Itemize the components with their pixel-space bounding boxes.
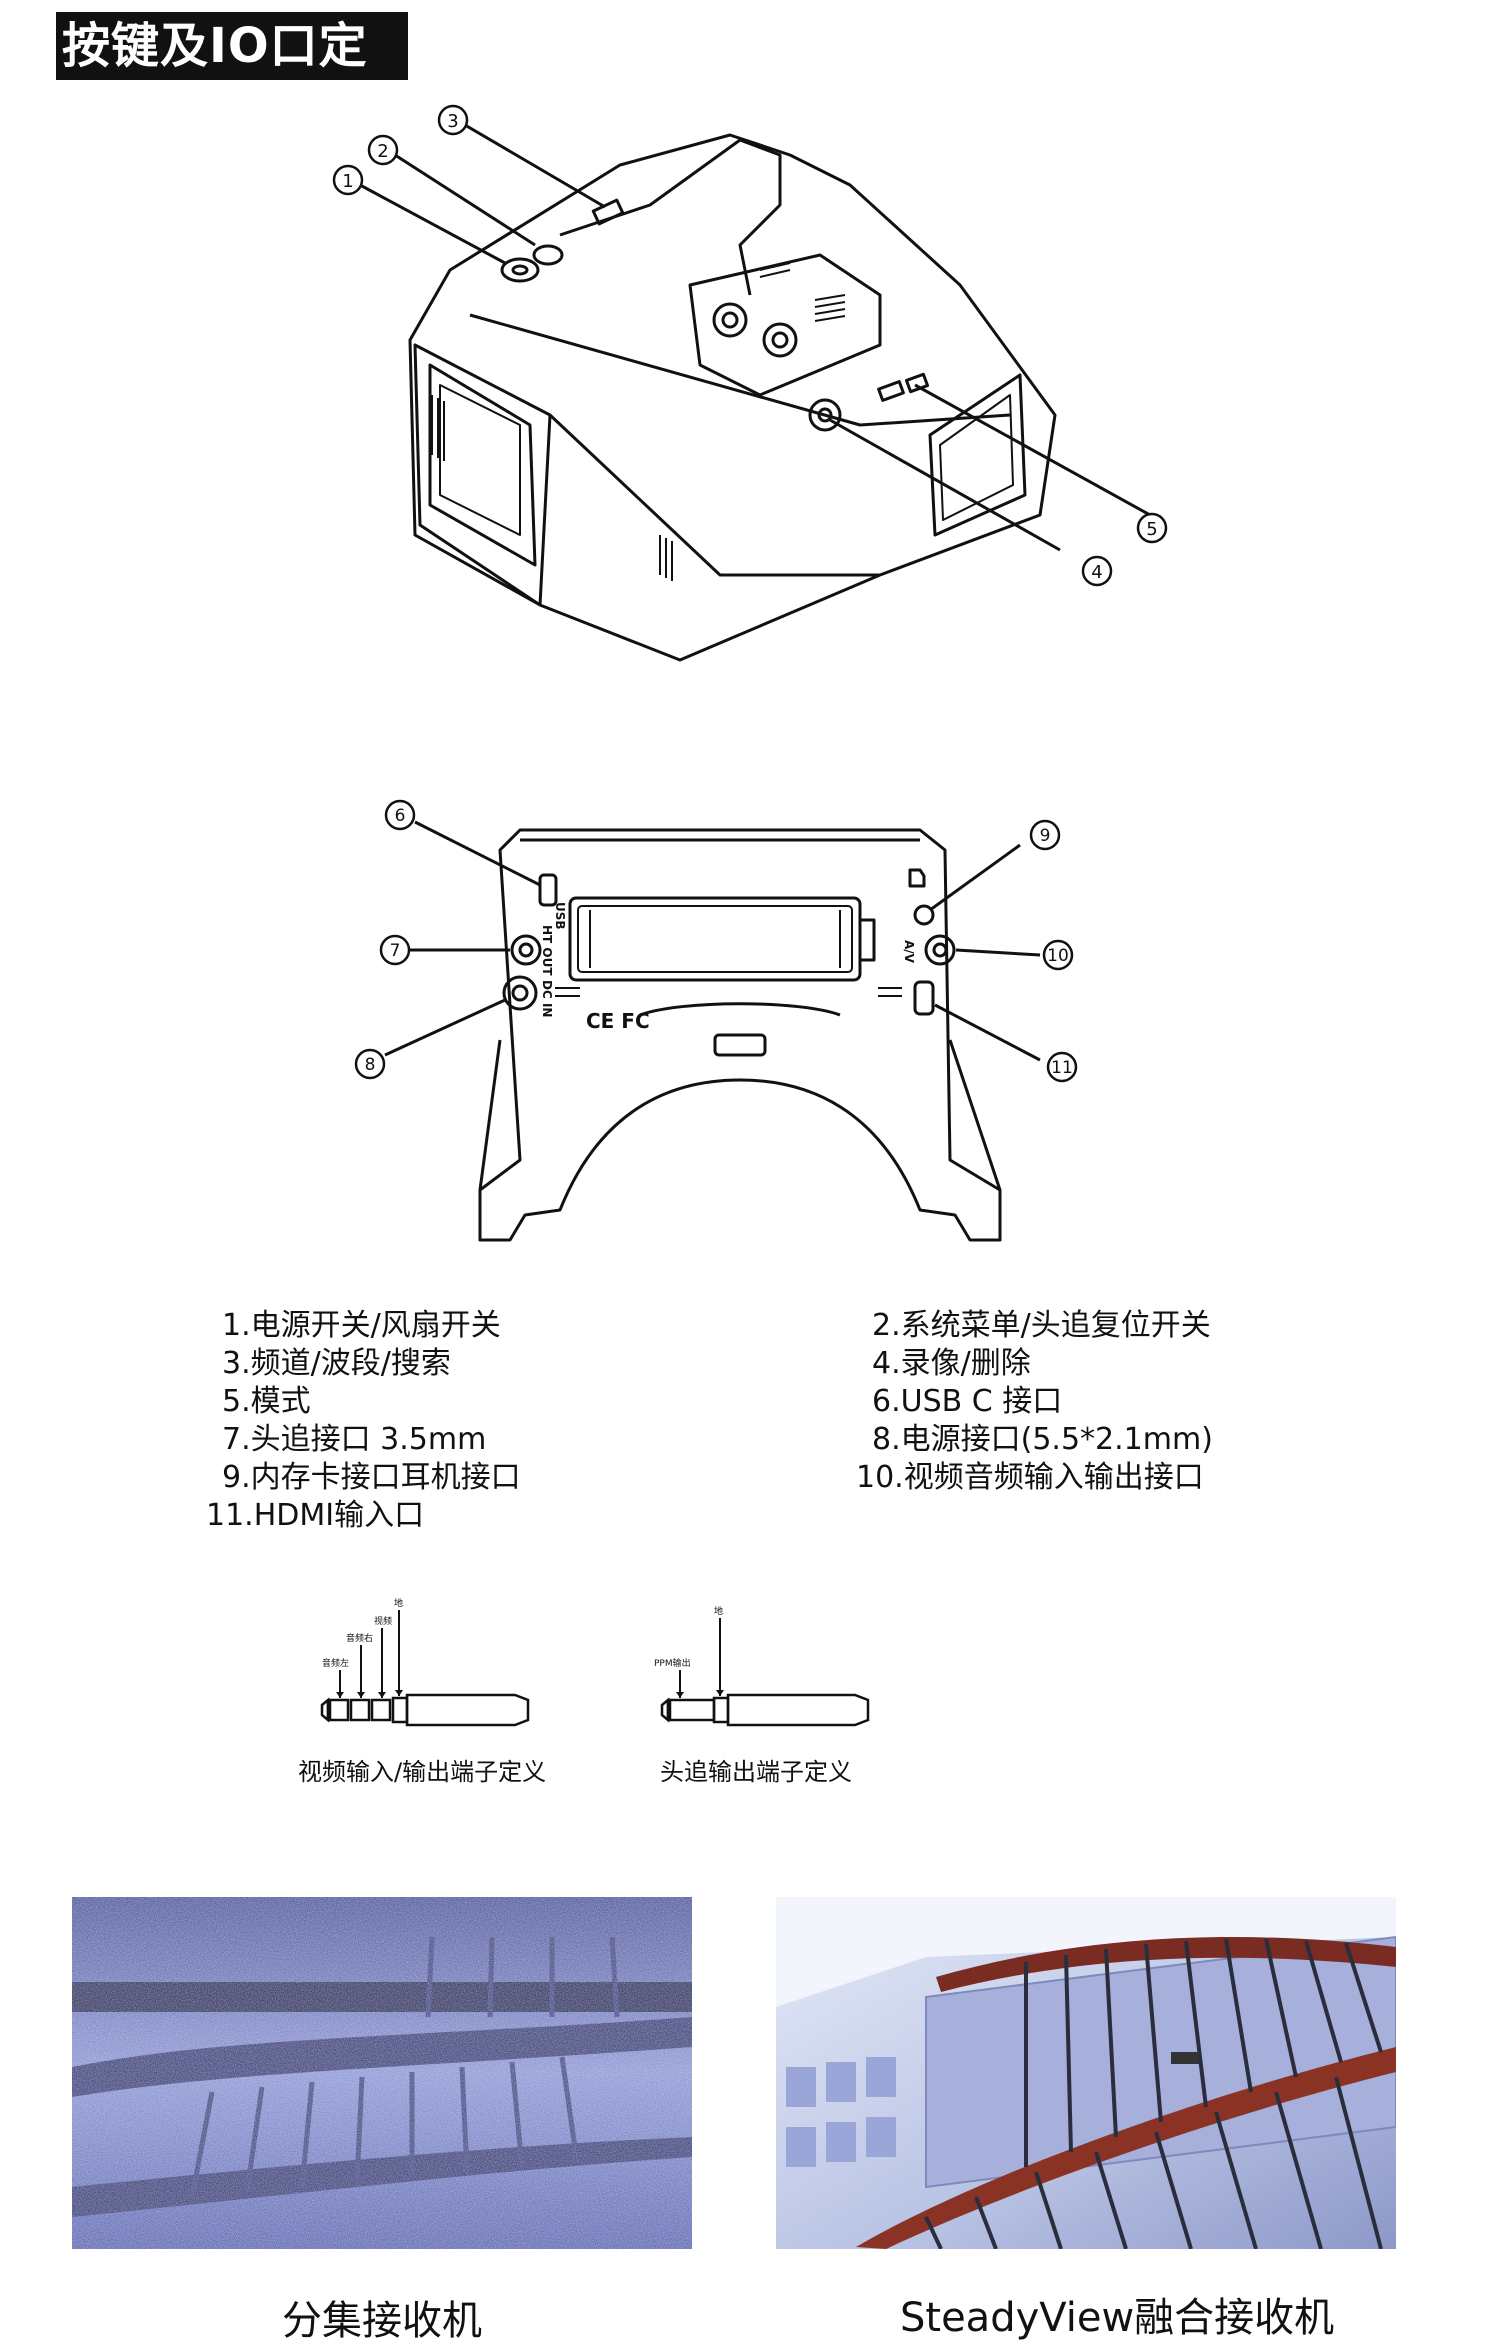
marking-ht-out: HT OUT [540,925,554,976]
marking-usb: USB [553,902,567,930]
definition-item: 1.电源开关/风扇开关 [222,1308,501,1343]
callout-8: 8 [365,1055,376,1075]
pin-label: 音频右 [346,1632,373,1644]
callout-4: 4 [1091,562,1102,583]
page-title: 按键及IO口定义 [56,12,408,142]
callout-9: 9 [1040,826,1051,846]
callout-10: 10 [1047,946,1069,966]
definition-item: 2.系统菜单/头追复位开关 [872,1308,1211,1343]
av-connector-diagram: 音频左 音频右 视频 地 [320,1597,530,1727]
callout-2: 2 [377,141,388,162]
definition-item: 3.频道/波段/搜索 [222,1346,451,1381]
pin-label: 音频左 [322,1657,349,1669]
definition-item: 10.视频音频输入输出接口 [856,1460,1204,1495]
callout-11: 11 [1051,1058,1073,1078]
definition-item: 11.HDMI输入口 [206,1498,425,1533]
pin-label: 地 [394,1597,403,1609]
callout-3: 3 [447,111,458,132]
definition-item: 6.USB C 接口 [872,1384,1063,1419]
head-tracker-connector-caption: 头追输出端子定义 [660,1758,852,1786]
pin-label: PPM输出 [654,1657,691,1669]
pin-label: 视频 [374,1615,392,1627]
callout-6: 6 [395,806,406,826]
goggles-bottom-view-illustration: USB HT OUT DC IN A/V CE FC 6 7 8 9 10 11 [354,799,1078,1242]
callout-7: 7 [390,941,401,961]
marking-cert-logos: CE FC [586,1009,650,1033]
diversity-receiver-caption: 分集接收机 [282,2298,482,2344]
steadyview-receiver-photo [776,1897,1396,2249]
av-connector-caption: 视频输入/输出端子定义 [298,1758,547,1786]
diversity-receiver-photo [72,1897,692,2249]
definition-item: 7.头追接口 3.5mm [222,1422,487,1457]
head-tracker-connector-diagram: PPM输出 地 [654,1605,870,1727]
marking-dc-in: DC IN [540,980,554,1017]
pin-label: 地 [714,1605,723,1617]
definition-item: 9.内存卡接口耳机接口 [222,1460,521,1495]
definition-item: 4.录像/删除 [872,1346,1031,1381]
definition-item: 8.电源接口(5.5*2.1mm) [872,1422,1213,1457]
callout-1: 1 [342,171,353,192]
callout-5: 5 [1146,519,1157,540]
goggles-top-view-illustration: 1 2 3 4 5 [332,104,1168,662]
marking-av: A/V [902,940,916,964]
definition-item: 5.模式 [222,1384,311,1419]
steadyview-receiver-caption: SteadyView融合接收机 [900,2295,1335,2341]
